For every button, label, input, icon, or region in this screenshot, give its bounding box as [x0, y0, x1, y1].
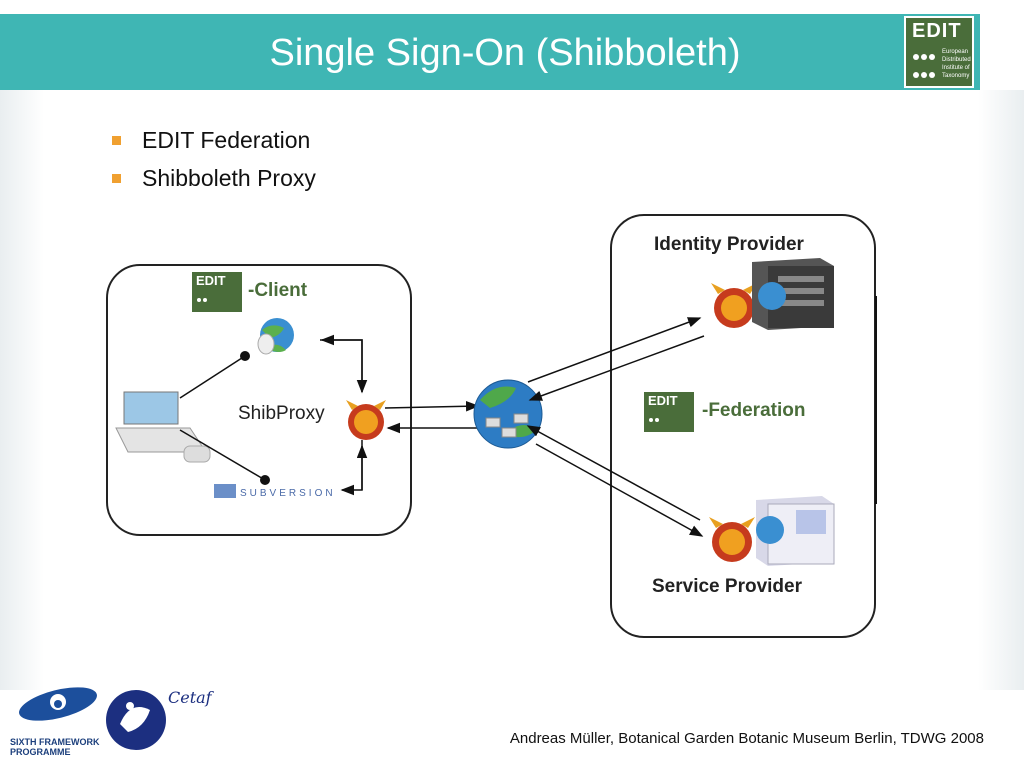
idp-to-internet-arrow [528, 335, 705, 401]
federation-edit-logo: EDIT [644, 392, 694, 458]
bullet-item: Shibboleth Proxy [110, 162, 316, 200]
framework-line-1: SIXTH FRAMEWORK [10, 737, 100, 747]
service-provider-label: Service Provider [652, 576, 802, 597]
internet-to-idp-arrow [527, 317, 702, 383]
cetaf-griffin-icon [106, 690, 166, 750]
laptop-to-browser-line [179, 355, 246, 399]
sp-server-icon [756, 496, 835, 566]
bullet-square-icon [112, 136, 121, 145]
sp-to-internet-arrow [526, 425, 701, 521]
sixth-framework-logo: SIXTH FRAMEWORK PROGRAMME [10, 680, 100, 760]
client-edit-logo: EDIT [192, 272, 242, 338]
edit-logo-dots-icon [912, 48, 940, 102]
laptop-icon [115, 391, 211, 463]
identity-provider-label: Identity Provider [654, 234, 804, 255]
browser-globe-icon [257, 318, 294, 355]
shibproxy-label: ShibProxy [238, 403, 325, 424]
shibboleth-idp-icon [711, 283, 757, 328]
bullet-square-icon [112, 174, 121, 183]
shibboleth-proxy-icon [346, 400, 386, 440]
background-left [0, 90, 44, 690]
background-right [978, 90, 1024, 690]
laptop-to-subversion-line [179, 429, 266, 481]
subversion-logo-icon: SUBVERSION [214, 484, 336, 499]
internet-globe-icon [473, 379, 543, 449]
title-bar [0, 14, 980, 90]
framework-six-icon [19, 687, 97, 721]
edit-logo-word: EDIT [912, 20, 962, 42]
edit-logo: EDIT European Distributed Institute of T… [904, 16, 974, 96]
footer-credit: Andreas Müller, Botanical Garden Botanic… [509, 730, 984, 747]
slide-title: Single Sign-On (Shibboleth) [269, 32, 741, 74]
cetaf-word: Cetaf [168, 688, 212, 707]
cetaf-logo: Cetaf [106, 684, 218, 754]
subversion-label: SUBVERSION [240, 488, 336, 499]
bullet-list: EDIT Federation Shibboleth Proxy [110, 124, 316, 200]
edit-logo-subtitle: European Distributed Institute of Taxono… [942, 49, 971, 79]
internet-to-sp-arrow [535, 443, 704, 537]
framework-line-2: PROGRAMME [10, 747, 71, 757]
proxy-to-internet-arrow [384, 401, 480, 412]
federation-label: -Federation [702, 400, 806, 421]
client-label: -Client [248, 280, 308, 301]
bullet-item: EDIT Federation [110, 124, 316, 162]
idp-server-icon [752, 258, 834, 330]
shibboleth-sp-icon [709, 517, 755, 562]
